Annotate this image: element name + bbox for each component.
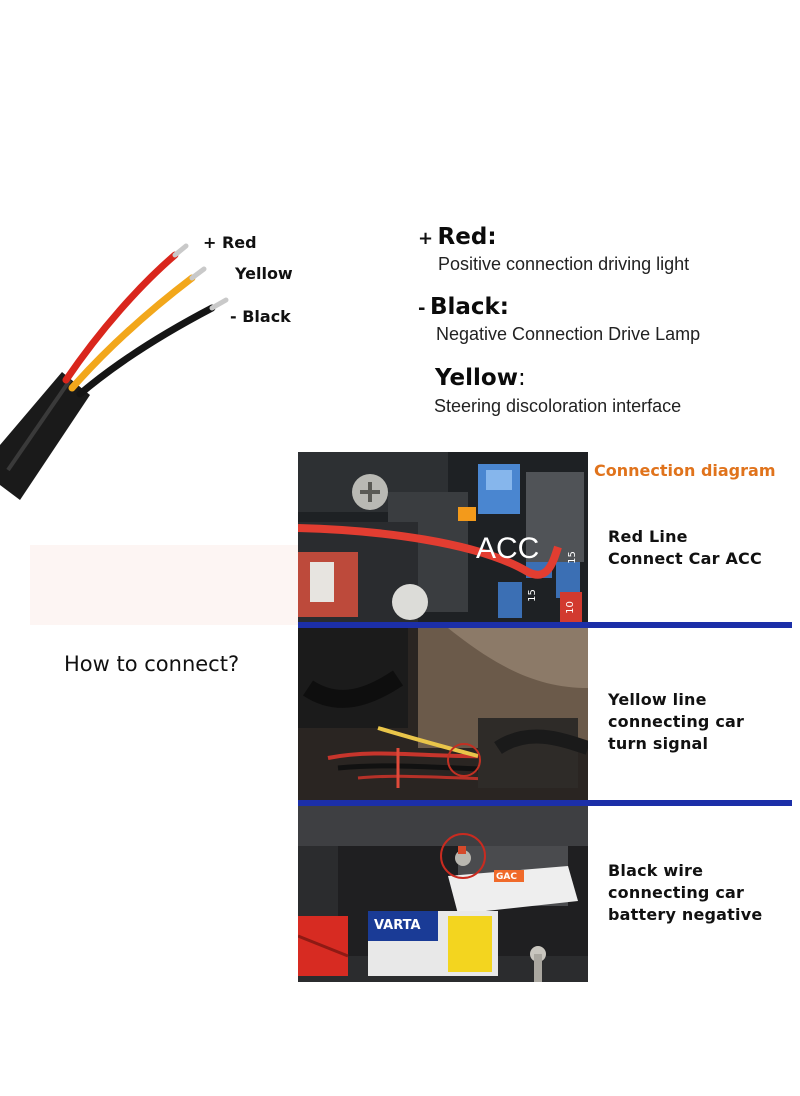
black-wire-label: - Black [230,307,291,326]
yellow-wire [68,274,196,392]
step-3-line-2: connecting car [608,883,745,902]
divider-1 [298,622,792,628]
step-3-line-3: battery negative [608,905,763,924]
turn-signal-wiring-photo [298,628,588,800]
legend-yellow-colon: : [517,365,526,391]
background-smudge [30,545,300,625]
connection-diagram-title: Connection diagram [594,461,776,480]
yellow-wire-tip [189,266,207,281]
red-wire-label: + Red [203,233,257,252]
connection-diagram-panel: Connection diagram [298,452,792,982]
step-1-line-2: Connect Car ACC [608,549,762,568]
battery-brand-label: VARTA [374,918,421,933]
legend-red: + Red: [418,224,497,250]
red-wire-tip [172,243,189,258]
legend-yellow-desc: Steering discoloration interface [434,396,682,416]
step-1-line-1: Red Line [608,527,688,546]
black-wire [76,304,216,398]
yellow-wire-label: Yellow [235,264,293,283]
acc-label: ACC [476,532,540,565]
step-1-text: Red Line Connect Car ACC [608,526,762,570]
legend-red-desc: Positive connection driving light [438,254,690,274]
red-wire [62,251,179,384]
step-2-line-1: Yellow line [608,690,707,709]
legend-yellow-title: Yellow [435,365,518,391]
step-2-text: Yellow line connecting car turn signal [608,689,744,755]
battery-tag-label: GAC [496,872,517,882]
fuse-box-photo [298,452,588,622]
cable-jacket [0,372,90,500]
black-wire-tip [209,297,229,311]
divider-2 [298,800,792,806]
three-core-cable-illustration [0,243,229,500]
legend-red-title: Red: [437,224,497,250]
fuse-rating-3: 10 [564,601,576,614]
legend-black: - Black: [418,294,509,320]
step-2-line-2: connecting car [608,712,745,731]
how-to-connect-heading: How to connect? [64,652,240,676]
fuse-rating-1: 15 [566,551,578,564]
legend-black-title: Black: [429,294,509,320]
legend-yellow: Yellow: [435,365,526,391]
step-3-text: Black wire connecting car battery negati… [608,860,762,926]
car-battery-photo [298,806,588,982]
legend-black-desc: Negative Connection Drive Lamp [436,324,701,344]
fuse-rating-2: 15 [526,589,538,602]
negative-sign: - [418,298,426,319]
positive-sign: + [418,228,434,249]
step-2-line-3: turn signal [608,734,709,753]
step-3-line-1: Black wire [608,861,704,880]
